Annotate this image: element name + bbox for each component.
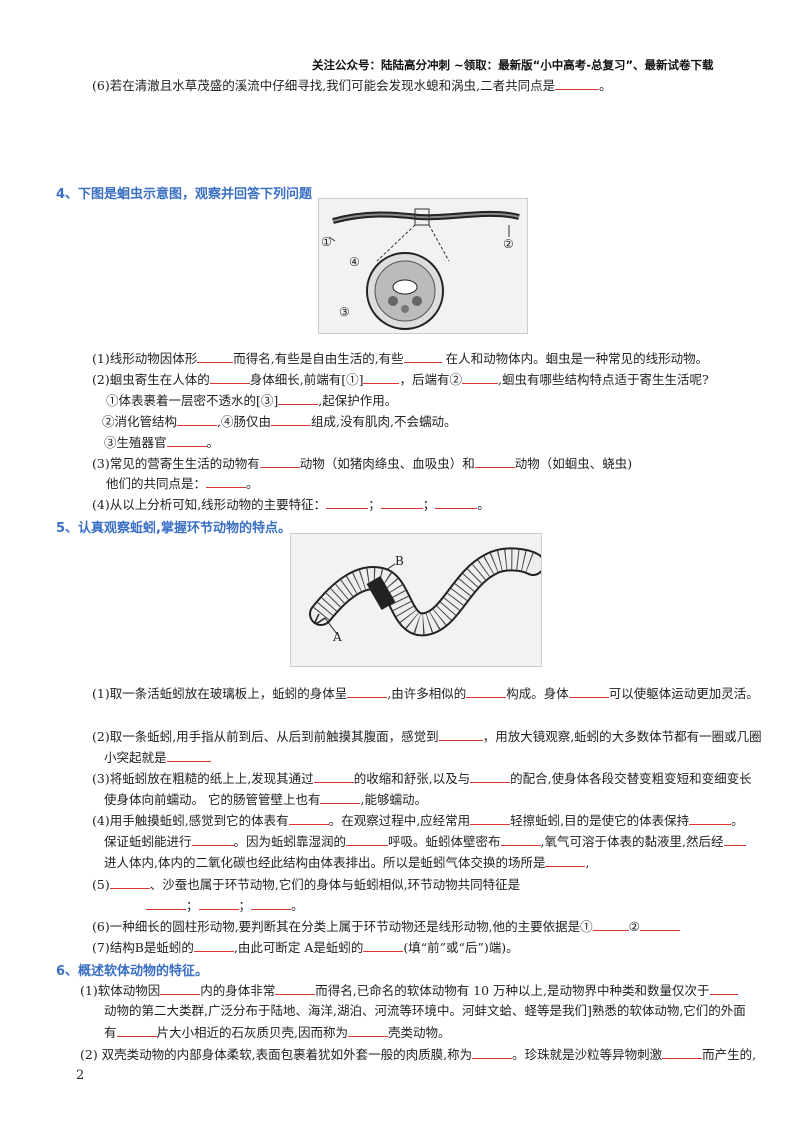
- answer-blank[interactable]: [347, 685, 388, 698]
- s6-line-2: 动物的第二大类群,广泛分布于陆地、海洋,湖泊、河流等环境中。河蚌文蛤、蛏等是我们…: [104, 1003, 746, 1018]
- s5-line-1: (1)取一条活蚯蚓放在玻璃板上，蚯蚓的身体呈,由许多相似的构成。身体可以使躯体运…: [92, 685, 759, 701]
- s6-line-3: 有片大小相近的石灰质贝壳,因而称为壳类动物。: [104, 1024, 451, 1040]
- answer-blank[interactable]: [466, 685, 507, 698]
- s4-line-5: ③生殖器官。: [104, 434, 220, 450]
- s5-line-11: (6)一种细长的圆柱形动物,要判断其在分类上属于环节动物还是线形动物,他的主要依…: [92, 918, 680, 935]
- s4-line-6: (3)常见的营寄生生活的动物有动物（如猪肉绦虫、血吸虫）和动物（如蛔虫、蛲虫): [92, 455, 633, 471]
- label-A: A: [333, 630, 342, 644]
- s5-line-12: (7)结构B是蚯蚓的,由此可断定 A是蚯蚓的(填“前”或“后”)端)。: [92, 939, 519, 955]
- answer-blank[interactable]: [662, 1046, 703, 1059]
- section-6-title: 6、概述软体动物的特征。: [56, 964, 209, 979]
- answer-blank[interactable]: [116, 1024, 157, 1037]
- answer-blank[interactable]: [313, 770, 354, 783]
- label-3: ③: [339, 305, 350, 319]
- s4-line-3: ①体表裹着一层密不透水的[③],起保护作用。: [106, 392, 398, 408]
- answer-blank[interactable]: [198, 897, 239, 910]
- label-2: ②: [503, 237, 514, 251]
- answer-blank[interactable]: [470, 812, 511, 825]
- roundworm-figure: ① ② ④ ③: [318, 198, 528, 334]
- answer-blank[interactable]: [555, 77, 600, 90]
- answer-blank[interactable]: [193, 939, 234, 952]
- s5-line-7: 保证蚯蚓能进行。因为蚯蚓靠湿润的呼吸。蚯蚓体壁密布,氧气可溶于体表的黏液里,然后…: [104, 833, 746, 850]
- answer-blank[interactable]: [288, 812, 329, 825]
- answer-blank[interactable]: [545, 854, 586, 867]
- answer-blank[interactable]: [500, 833, 541, 846]
- answer-blank[interactable]: [709, 982, 738, 995]
- answer-blank[interactable]: [346, 833, 389, 846]
- s5-line-3: 小突起就是: [104, 749, 211, 766]
- answer-blank[interactable]: [326, 496, 369, 509]
- s5-line-10: ；；。: [146, 897, 304, 914]
- s5-line-6: (4)用手触摸蚯蚓,感觉到它的体表有。在观察过程中,应经常用轻擦蚯蚓,目的是使它…: [92, 812, 744, 828]
- answer-blank[interactable]: [435, 496, 478, 509]
- label-4: ④: [349, 255, 360, 269]
- answer-blank[interactable]: [278, 392, 319, 405]
- answer-blank[interactable]: [109, 876, 150, 889]
- answer-blank[interactable]: [197, 350, 234, 363]
- page-header: 关注公众号：陆陆高分冲刺 ~领取：最新版“小中高考-总复习”、最新试卷下载: [312, 58, 714, 72]
- answer-blank[interactable]: [348, 1024, 388, 1037]
- answer-blank[interactable]: [474, 455, 515, 468]
- s6-line-4: (2) 双壳类动物的内部身体柔软,表面包裹着犹如外套一般的肉质膜,称为。珍珠就是…: [80, 1046, 757, 1062]
- answer-blank[interactable]: [271, 413, 311, 426]
- answer-blank[interactable]: [166, 749, 211, 762]
- answer-blank[interactable]: [320, 791, 361, 804]
- s5-line-2: (2)取一条蚯蚓,用手指从前到后、从后到前触摸其腹面，感觉到，用放大镜观察,蚯蚓…: [92, 728, 762, 744]
- page-number: 2: [76, 1068, 85, 1083]
- answer-blank[interactable]: [251, 897, 292, 910]
- answer-blank[interactable]: [403, 350, 442, 363]
- s5-line-8: 进人体内,体内的二氧化碳也经此结构由体表排出。所以是蚯蚓气体交换的场所是,: [104, 854, 590, 870]
- s6-line-1: (1)软体动物因内的身体非常而得名,已命名的软体动物有 10 万种以上,是动物界…: [80, 982, 738, 999]
- answer-blank[interactable]: [380, 496, 423, 509]
- s5-line-9: (5)、沙蚕也属于环节动物,它们的身体与蚯蚓相似,环节动物共同特征是: [92, 876, 521, 892]
- answer-blank[interactable]: [592, 918, 629, 931]
- label-1: ①: [321, 235, 332, 249]
- s4-line-8: (4)从以上分析可知,线形动物的主要特征：；；。: [92, 496, 490, 512]
- s4-line-1: (1)线形动物因体形而得名,有些是自由生活的,有些 在人和动物体内。蛔虫是一种常…: [92, 350, 709, 366]
- answer-blank[interactable]: [568, 685, 609, 698]
- s4-line-2: (2)蛔虫寄生在人体的身体细长,前端有[①]，后端有②,蛔虫有哪些结构特点适于寄…: [92, 371, 709, 387]
- answer-blank[interactable]: [177, 413, 218, 426]
- s4-line-4: ②消化管结构,④肠仅由组成,没有肌肉,不会蠕动。: [102, 413, 457, 429]
- q3-6-line: (6)若在清澈且水草茂盛的溪流中仔细寻找,我们可能会发现水螅和涡虫,二者共同点是…: [92, 77, 612, 93]
- answer-blank[interactable]: [363, 371, 400, 384]
- answer-blank[interactable]: [259, 455, 300, 468]
- answer-blank[interactable]: [639, 918, 680, 931]
- answer-blank[interactable]: [470, 770, 511, 783]
- answer-blank[interactable]: [689, 812, 732, 825]
- answer-blank[interactable]: [472, 1046, 513, 1059]
- answer-blank[interactable]: [206, 475, 247, 488]
- section-4-title: 4、下图是蛔虫示意图，观察并回答下列问题: [56, 187, 313, 202]
- answer-blank[interactable]: [363, 939, 404, 952]
- label-B: B: [395, 554, 404, 568]
- answer-blank[interactable]: [209, 371, 250, 384]
- answer-blank[interactable]: [461, 371, 498, 384]
- answer-blank[interactable]: [160, 982, 201, 995]
- earthworm-figure: B A: [290, 533, 545, 667]
- s5-line-5: 使身体向前蠕动。 它的肠管管壁上也有,能够蠕动。: [104, 791, 427, 807]
- answer-blank[interactable]: [166, 434, 207, 447]
- s5-line-4: (3)将蚯蚓放在粗糙的纸上上,发现其通过的收缩和舒张,以及与的配合,使身体各段交…: [92, 770, 752, 786]
- answer-blank[interactable]: [438, 728, 483, 741]
- answer-blank[interactable]: [191, 833, 234, 846]
- answer-blank[interactable]: [146, 897, 186, 910]
- section-5-title: 5、认真观察蚯蚓,掌握环节动物的特点。: [56, 521, 291, 536]
- answer-blank[interactable]: [723, 833, 746, 846]
- s4-line-7: 他们的共同点是：。: [106, 475, 259, 491]
- answer-blank[interactable]: [275, 982, 316, 995]
